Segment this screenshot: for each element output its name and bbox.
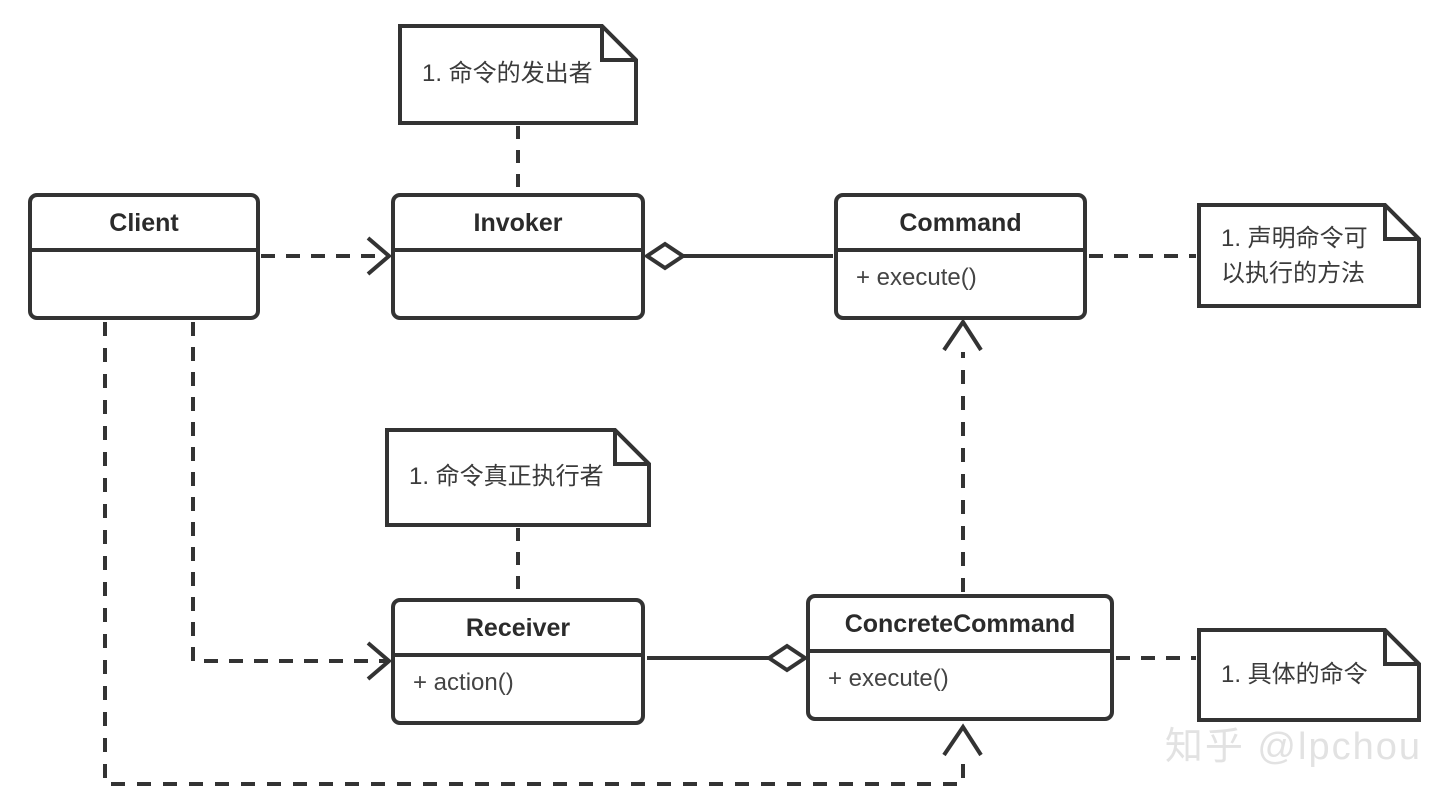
class-name-invoker: Invoker — [395, 197, 641, 252]
diamond-concrete-to-receiver — [765, 643, 809, 673]
connector-client-to-receiver — [191, 322, 388, 663]
class-members-receiver: + action() — [413, 669, 514, 696]
note-shape-receiver — [385, 428, 651, 527]
note-shape-command — [1197, 203, 1421, 308]
note-text-command: 1. 声明命令可 以执行的方法 — [1221, 225, 1368, 287]
class-members-client — [32, 252, 256, 316]
diamond-invoker-to-command — [643, 241, 687, 271]
class-name-command: Command — [838, 197, 1083, 252]
note-text-receiver: 1. 命令真正执行者 — [409, 463, 604, 491]
class-name-concrete-command: ConcreteCommand — [810, 598, 1110, 653]
note-shape-concrete-command — [1197, 628, 1421, 722]
arrowhead-concrete-to-command — [942, 318, 983, 352]
connector-client-to-concrete — [103, 322, 965, 786]
note-shape-invoker — [398, 24, 638, 125]
watermark: 知乎 @lpchou — [1164, 726, 1422, 768]
note-text-concrete-command: 1. 具体的命令 — [1221, 660, 1368, 688]
note-concrete-command[interactable]: 1. 具体的命令 — [1197, 628, 1421, 722]
class-name-client: Client — [32, 197, 256, 252]
note-text-invoker: 1. 命令的发出者 — [422, 60, 593, 88]
note-receiver[interactable]: 1. 命令真正执行者 — [385, 428, 651, 527]
arrowhead-client-to-concrete — [942, 723, 983, 757]
note-command[interactable]: 1. 声明命令可 以执行的方法 — [1197, 203, 1421, 308]
note-invoker[interactable]: 1. 命令的发出者 — [398, 24, 638, 125]
uml-class-receiver[interactable]: Receiver + action() — [391, 598, 645, 725]
arrowhead-client-to-invoker — [366, 236, 393, 276]
uml-class-concrete-command[interactable]: ConcreteCommand + execute() — [806, 594, 1114, 721]
class-name-receiver: Receiver — [395, 602, 641, 657]
arrowhead-client-to-receiver — [366, 641, 393, 681]
uml-class-command[interactable]: Command + execute() — [834, 193, 1087, 320]
uml-class-client[interactable]: Client — [28, 193, 260, 320]
uml-class-invoker[interactable]: Invoker — [391, 193, 645, 320]
class-members-invoker — [395, 252, 641, 316]
class-members-concrete-command: + execute() — [828, 665, 949, 692]
class-members-command: + execute() — [856, 264, 977, 291]
